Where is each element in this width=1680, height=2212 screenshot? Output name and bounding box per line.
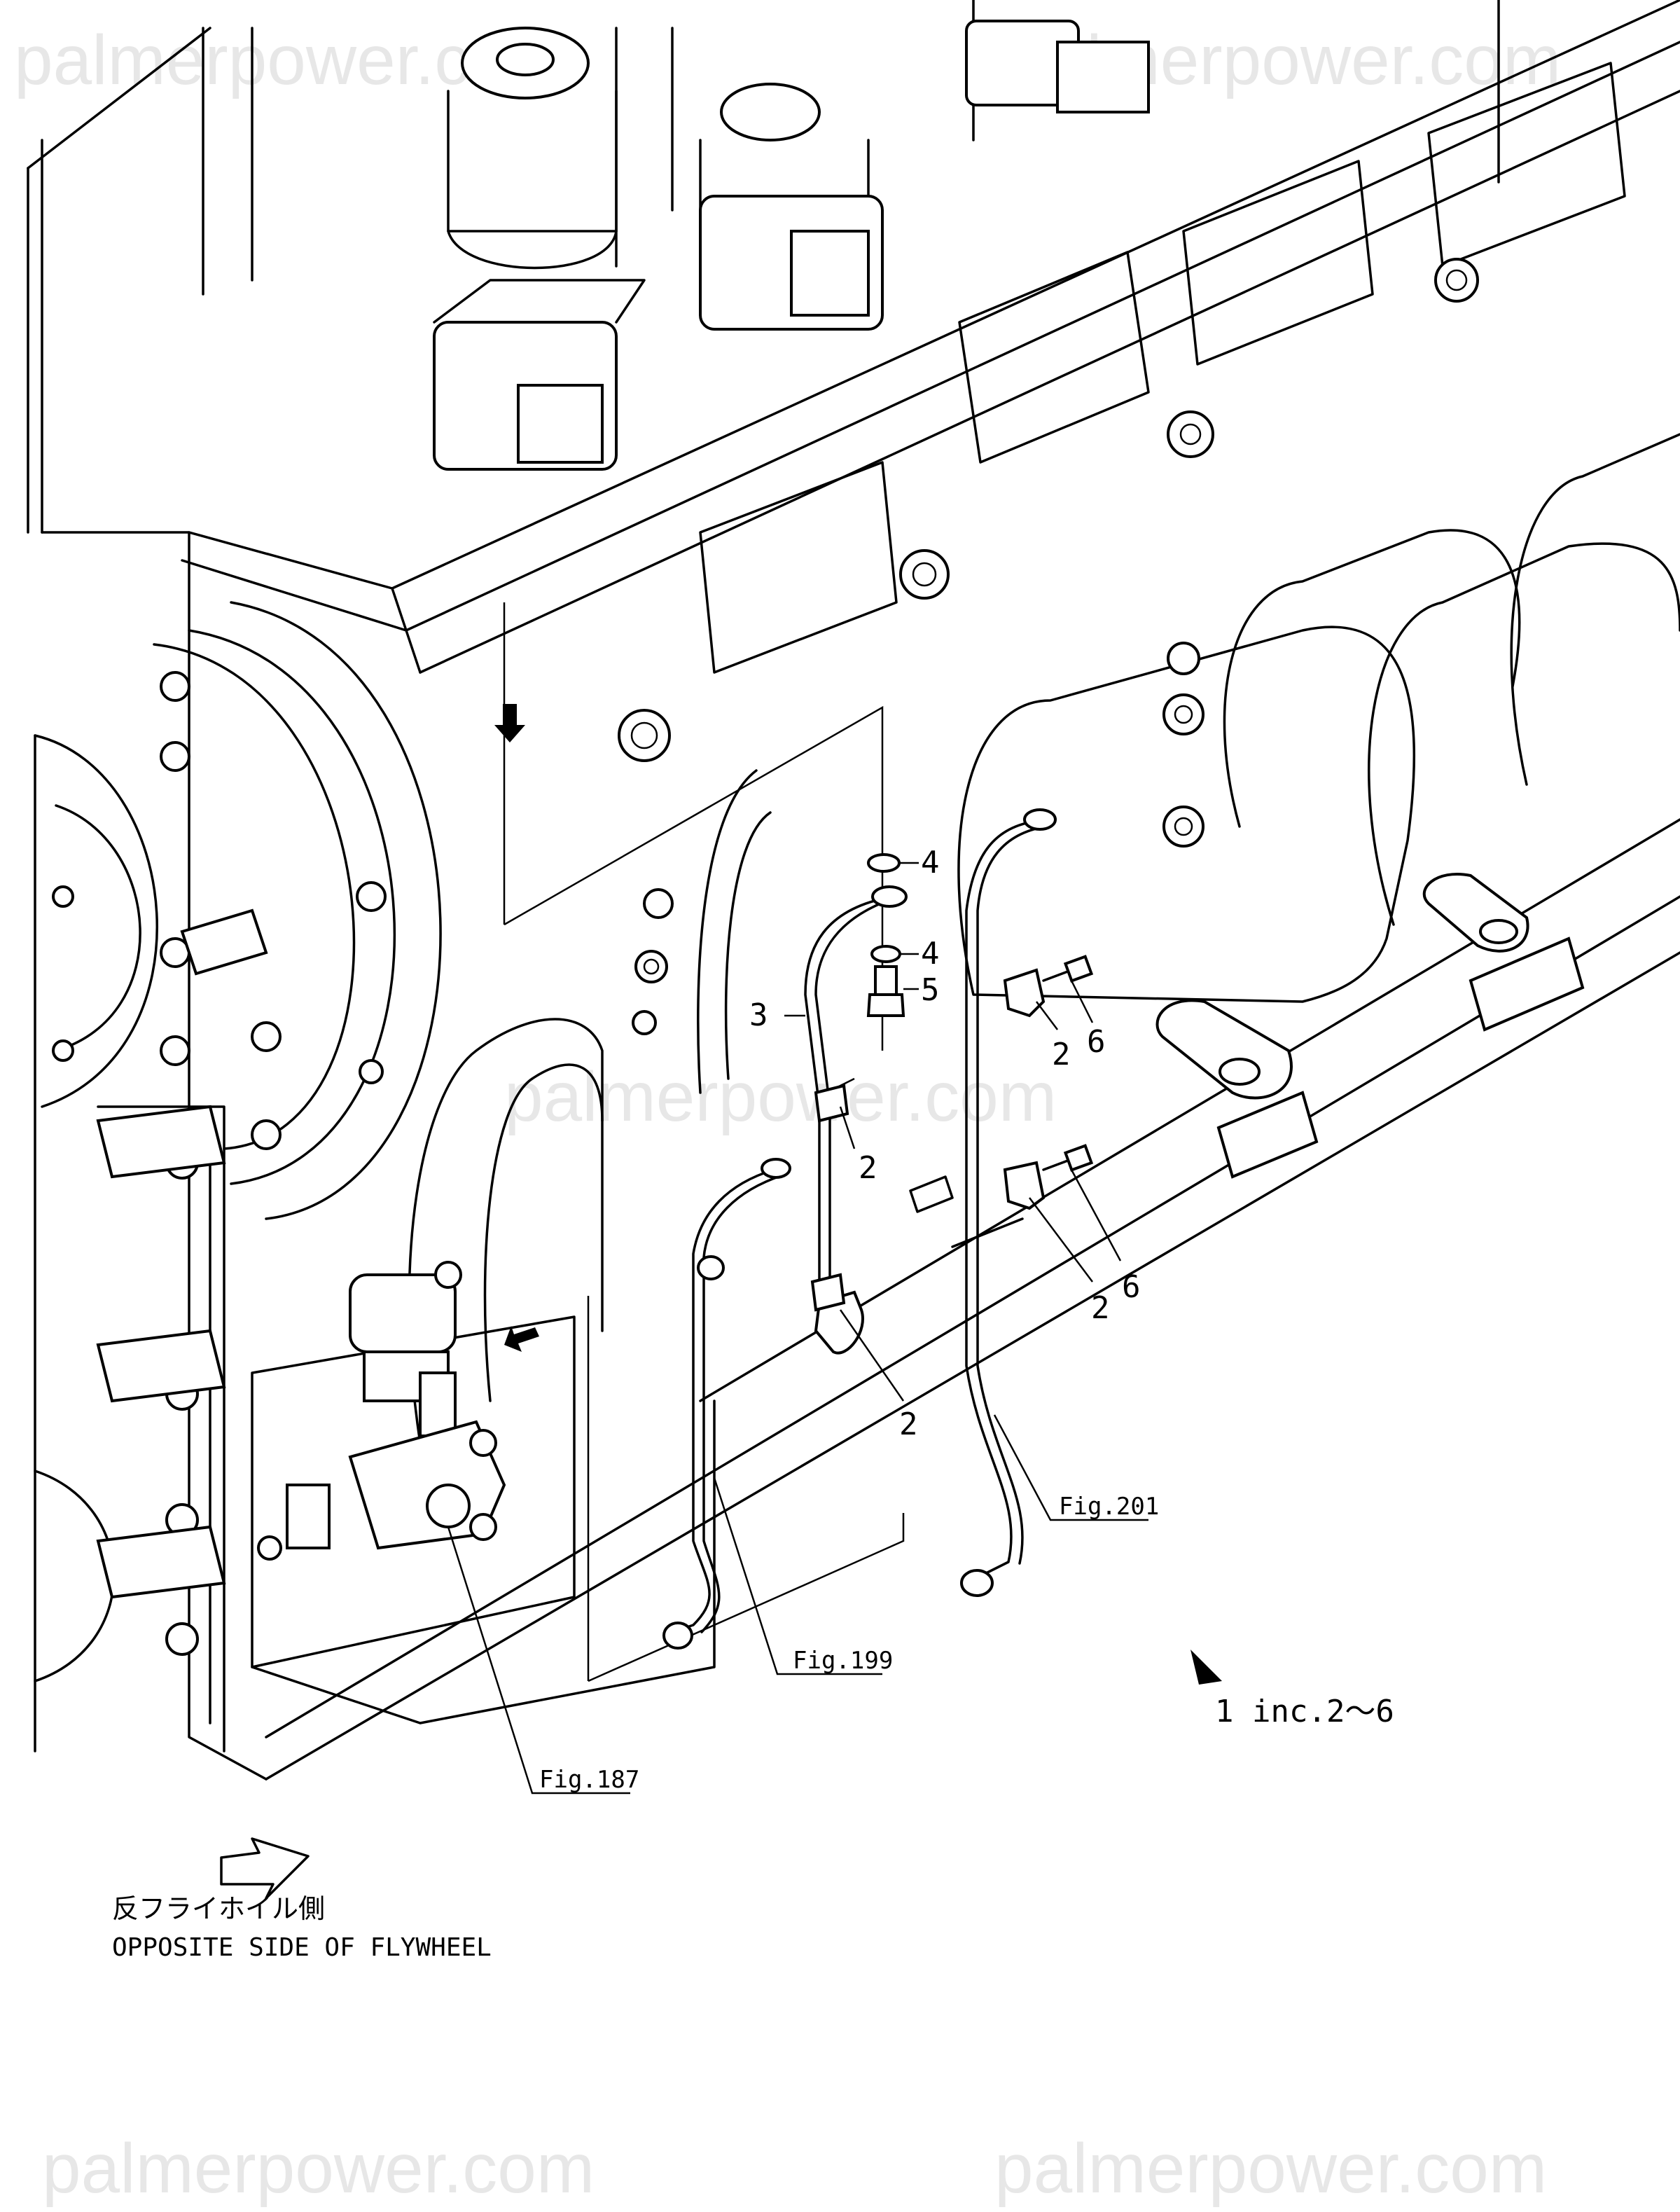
callout-2-lower: 2 [899, 1406, 918, 1442]
fuel-pump-right [699, 20, 1150, 331]
callout-6-upper: 6 [1087, 1024, 1106, 1060]
oil-pipe-item-3 [804, 897, 887, 1318]
kit-note: 1 inc.2～6 [1215, 1694, 1394, 1729]
callout-leaders [447, 862, 1148, 1795]
bolt-item-6-upper [1042, 955, 1094, 983]
pipe-fig-201 [965, 820, 1039, 1577]
callout-6-lower: 6 [1122, 1269, 1141, 1305]
left-rail-brackets [96, 908, 268, 1599]
bolt-heads [52, 258, 1479, 1656]
reference-fig-201[interactable]: Fig.201 [1059, 1493, 1159, 1521]
washer-item-4-lower [870, 945, 901, 963]
pipe-eye-fitting [871, 885, 908, 908]
clip-item-2-upper-right [1003, 968, 1046, 1018]
washer-item-4-upper [867, 853, 901, 873]
pipe-fig-199-fitting [697, 1255, 725, 1280]
watermark-bottom-right: palmerpower.com [994, 2129, 1547, 2208]
callout-2-mid: 2 [859, 1150, 877, 1186]
pipe-fig-199-top-eye [761, 1158, 791, 1179]
reference-fig-199[interactable]: Fig.199 [793, 1647, 893, 1675]
pipe-fig-199 [671, 1168, 775, 1633]
callout-5: 5 [921, 972, 940, 1008]
clip-item-2-mid [814, 1084, 849, 1123]
callout-4-lower: 4 [921, 936, 940, 972]
sensor-housing-assembly [251, 1261, 716, 1724]
watermark-center: palmerpower.com [504, 1058, 1057, 1136]
direction-arrow-icon [220, 1837, 310, 1900]
bolt-item-6-lower [1042, 1144, 1094, 1172]
direction-label-english: OPPOSITE SIDE OF FLYWHEEL [112, 1933, 492, 1962]
clip-item-2-lower [810, 1273, 846, 1312]
pipe-fig-199-nut [662, 1622, 693, 1650]
callout-2-upper-right: 2 [1052, 1037, 1071, 1072]
mounting-tabs [909, 873, 1585, 1248]
callout-4-upper: 4 [921, 845, 940, 880]
pipe-fig-201-nut [960, 1569, 994, 1597]
callout-3: 3 [749, 997, 768, 1033]
flow-arrows [494, 704, 539, 1352]
watermark-bottom-left: palmerpower.com [42, 2129, 595, 2208]
direction-label-japanese: 反フライホイル側 [112, 1893, 325, 1924]
reference-leader-box [503, 602, 905, 1682]
banjo-bolt-item-5 [866, 965, 905, 1017]
callout-2-lower-right: 2 [1091, 1290, 1110, 1326]
crankcase-openings [408, 62, 1680, 1444]
reference-fig-187[interactable]: Fig.187 [539, 1766, 639, 1794]
fuel-pump-left [433, 27, 646, 471]
clip-item-2-lower-right [1003, 1161, 1046, 1210]
kit-pointer-triangle [1190, 1650, 1222, 1685]
pipe-fig-201-top-eye [1023, 808, 1057, 831]
